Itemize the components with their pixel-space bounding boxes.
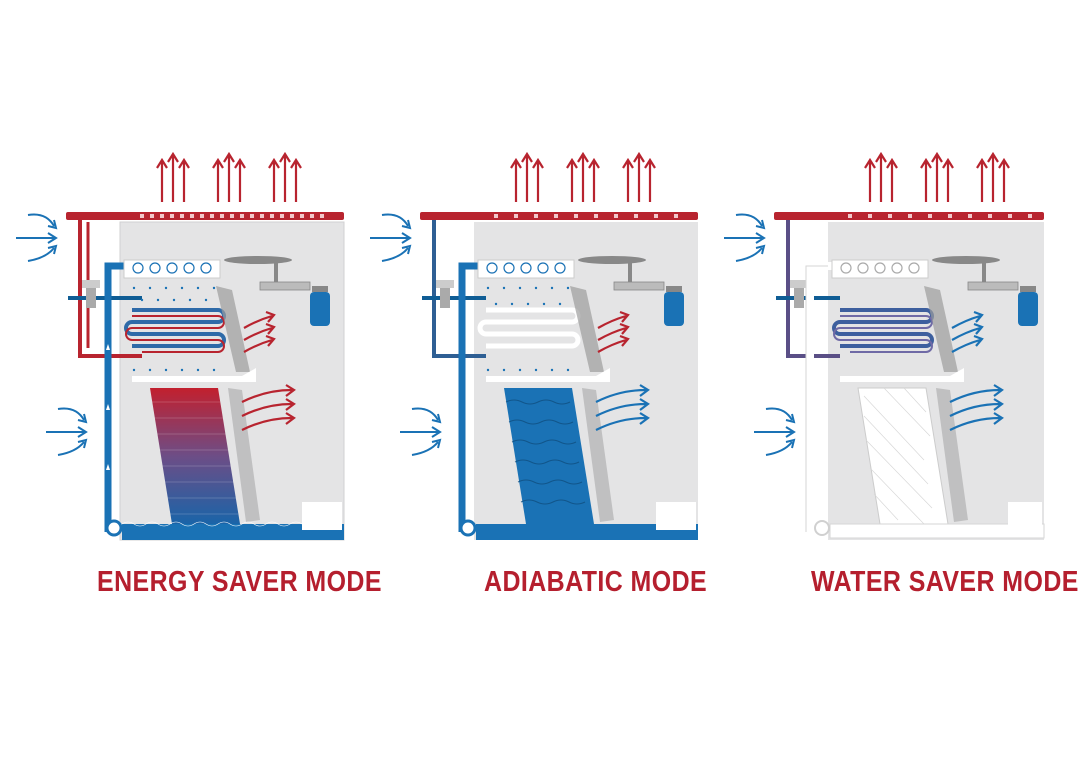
diagram-energy-saver (10, 140, 350, 560)
air-inlet-arrow-icon (724, 213, 796, 456)
diagram-water-saver (718, 140, 1058, 560)
motor-icon (1018, 286, 1038, 326)
motor-icon (310, 286, 330, 326)
air-inlet-arrow-icon (370, 213, 442, 456)
spray-nozzle-icon (831, 259, 929, 279)
fan-icon (578, 256, 665, 291)
pump-icon (105, 519, 123, 537)
exhaust-arrow-icon (156, 151, 302, 202)
pump-icon (814, 520, 830, 536)
spray-nozzle-icon (123, 259, 221, 279)
fan-icon (224, 256, 311, 291)
spray-nozzle-icon (477, 259, 575, 279)
valve-icon (436, 280, 454, 308)
air-inlet-arrow-icon (16, 213, 88, 456)
exhaust-arrow-icon (510, 151, 656, 202)
label-water-saver: WATER SAVER MODE (811, 566, 1079, 598)
exhaust-arrow-icon (864, 151, 1010, 202)
valve-icon (790, 280, 808, 308)
pump-icon (459, 519, 477, 537)
label-adiabatic: ADIABATIC MODE (484, 566, 708, 598)
valve-icon (82, 280, 100, 308)
motor-icon (664, 286, 684, 326)
diagram-adiabatic (364, 140, 704, 560)
label-energy-saver: ENERGY SAVER MODE (97, 566, 382, 598)
fan-icon (932, 256, 1019, 291)
